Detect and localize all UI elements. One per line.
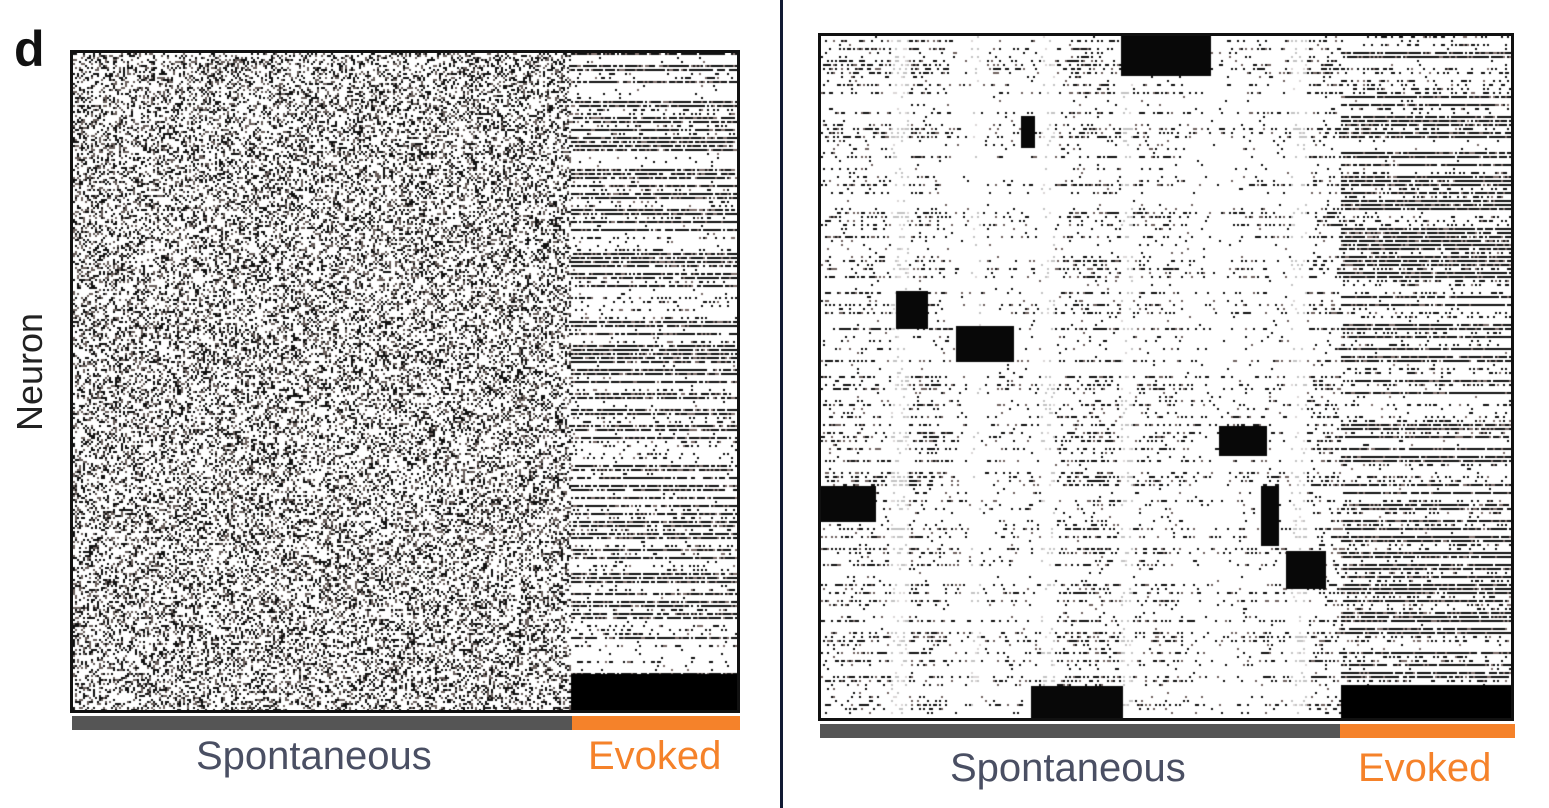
- evoked-bar-right: [1340, 724, 1515, 738]
- raster-left-canvas: [73, 53, 737, 710]
- evoked-label-right: Evoked: [1358, 746, 1492, 790]
- raster-right: [818, 33, 1514, 721]
- evoked-bar-left: [572, 716, 740, 730]
- spontaneous-bar-right: [820, 724, 1340, 738]
- panel-letter: d: [14, 21, 45, 77]
- raster-left: [70, 50, 740, 713]
- spontaneous-label-right: Spontaneous: [950, 746, 1186, 790]
- raster-right-canvas: [821, 36, 1511, 718]
- evoked-label-left: Evoked: [588, 734, 722, 778]
- spontaneous-bar-left: [72, 716, 572, 730]
- y-axis-label: Neuron: [9, 312, 50, 431]
- spontaneous-label-left: Spontaneous: [196, 734, 432, 778]
- panel-divider: [780, 0, 783, 808]
